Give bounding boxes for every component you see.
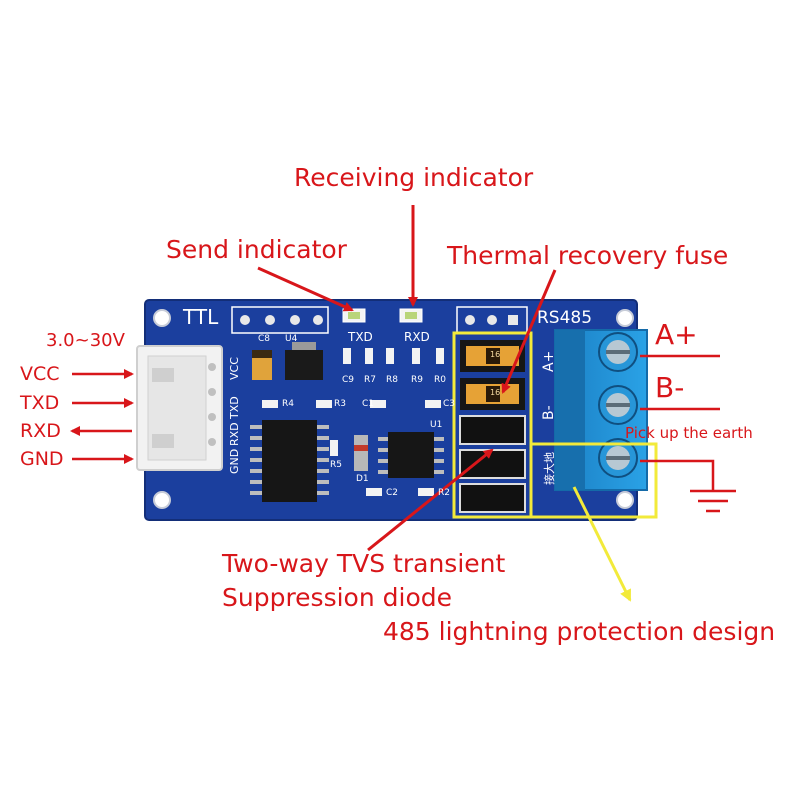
designator: R3 xyxy=(334,399,346,409)
fuse-marking: 16 xyxy=(490,350,501,359)
designator: U1 xyxy=(430,420,443,430)
designator: C1 xyxy=(362,399,375,409)
rxd-led-silkscreen: RXD xyxy=(404,330,430,344)
thermal-fuse-label: Thermal recovery fuse xyxy=(447,241,729,270)
tvs-label-line1: Two-way TVS transient xyxy=(222,549,506,578)
earth-line xyxy=(640,459,715,490)
mounting-hole xyxy=(616,309,634,327)
ttl-header-pins xyxy=(240,315,323,325)
txd-led xyxy=(342,308,366,323)
designator: U4 xyxy=(285,334,298,344)
designator: R4 xyxy=(282,399,294,409)
designator: C2 xyxy=(386,488,399,498)
b-minus-label: B- xyxy=(655,371,685,404)
protection-highlight-box xyxy=(452,331,533,519)
designator: C8 xyxy=(258,334,271,344)
earth-terminal-highlight-box xyxy=(529,442,658,519)
ttl-silkscreen: TTL xyxy=(183,305,219,329)
mounting-hole xyxy=(153,491,171,509)
txd-led-silkscreen: TXD xyxy=(348,330,373,344)
earth-silkscreen: 接大地 xyxy=(543,452,556,485)
designator: C3 xyxy=(443,399,456,409)
lightning-protection-arrow xyxy=(572,486,632,602)
designator: R2 xyxy=(438,488,450,498)
b-minus-silkscreen: B- xyxy=(541,405,557,420)
a-plus-silkscreen: A+ xyxy=(541,350,557,372)
designator: R0 xyxy=(434,375,446,385)
tvs-diodes xyxy=(459,415,526,513)
txd-label: TXD xyxy=(20,392,60,414)
rs485-silkscreen: RS485 xyxy=(537,308,593,328)
connector-pin-txd: TXD xyxy=(228,396,241,419)
screw-terminal-block xyxy=(554,329,648,491)
ic-soic8-u1 xyxy=(378,432,444,478)
smd-components xyxy=(262,348,444,496)
send-indicator-label: Send indicator xyxy=(166,235,347,264)
gnd-label: GND xyxy=(20,448,64,470)
receiving-indicator-label: Receiving indicator xyxy=(294,163,534,192)
tvs-label-line2: Suppression diode xyxy=(222,583,453,612)
a-plus-label: A+ xyxy=(655,318,698,351)
rs485-module-board xyxy=(144,299,648,521)
designator: R7 xyxy=(364,375,376,385)
voltage-label: 3.0~30V xyxy=(46,330,125,351)
mounting-hole xyxy=(153,309,171,327)
connector-pin-gnd: GND xyxy=(228,448,241,474)
designator: R8 xyxy=(386,375,398,385)
earth-label: Pick up the earth xyxy=(625,424,753,442)
mounting-hole xyxy=(616,491,634,509)
designator: D1 xyxy=(356,474,369,484)
rxd-label: RXD xyxy=(20,420,61,442)
vcc-label: VCC xyxy=(20,363,60,385)
lightning-protection-label: 485 lightning protection design xyxy=(383,617,776,646)
rxd-led xyxy=(399,308,423,323)
send-indicator-arrow xyxy=(257,266,354,312)
fuse-marking: 16 xyxy=(490,388,501,397)
tvs-arrow xyxy=(367,448,494,552)
thermal-fuse-bottom xyxy=(460,378,525,410)
thermal-fuse-top xyxy=(460,340,525,372)
connector-pin-vcc: VCC xyxy=(228,357,241,380)
pin-arrows xyxy=(70,369,134,464)
thermal-fuse-arrow xyxy=(501,269,557,394)
designator: R9 xyxy=(411,375,423,385)
jst-connector xyxy=(136,345,223,471)
designator: R5 xyxy=(330,460,342,470)
designator: C9 xyxy=(342,375,355,385)
ic-soic14 xyxy=(250,420,329,502)
ground-symbol xyxy=(690,489,736,513)
connector-pin-rxd: RXD xyxy=(228,422,241,446)
